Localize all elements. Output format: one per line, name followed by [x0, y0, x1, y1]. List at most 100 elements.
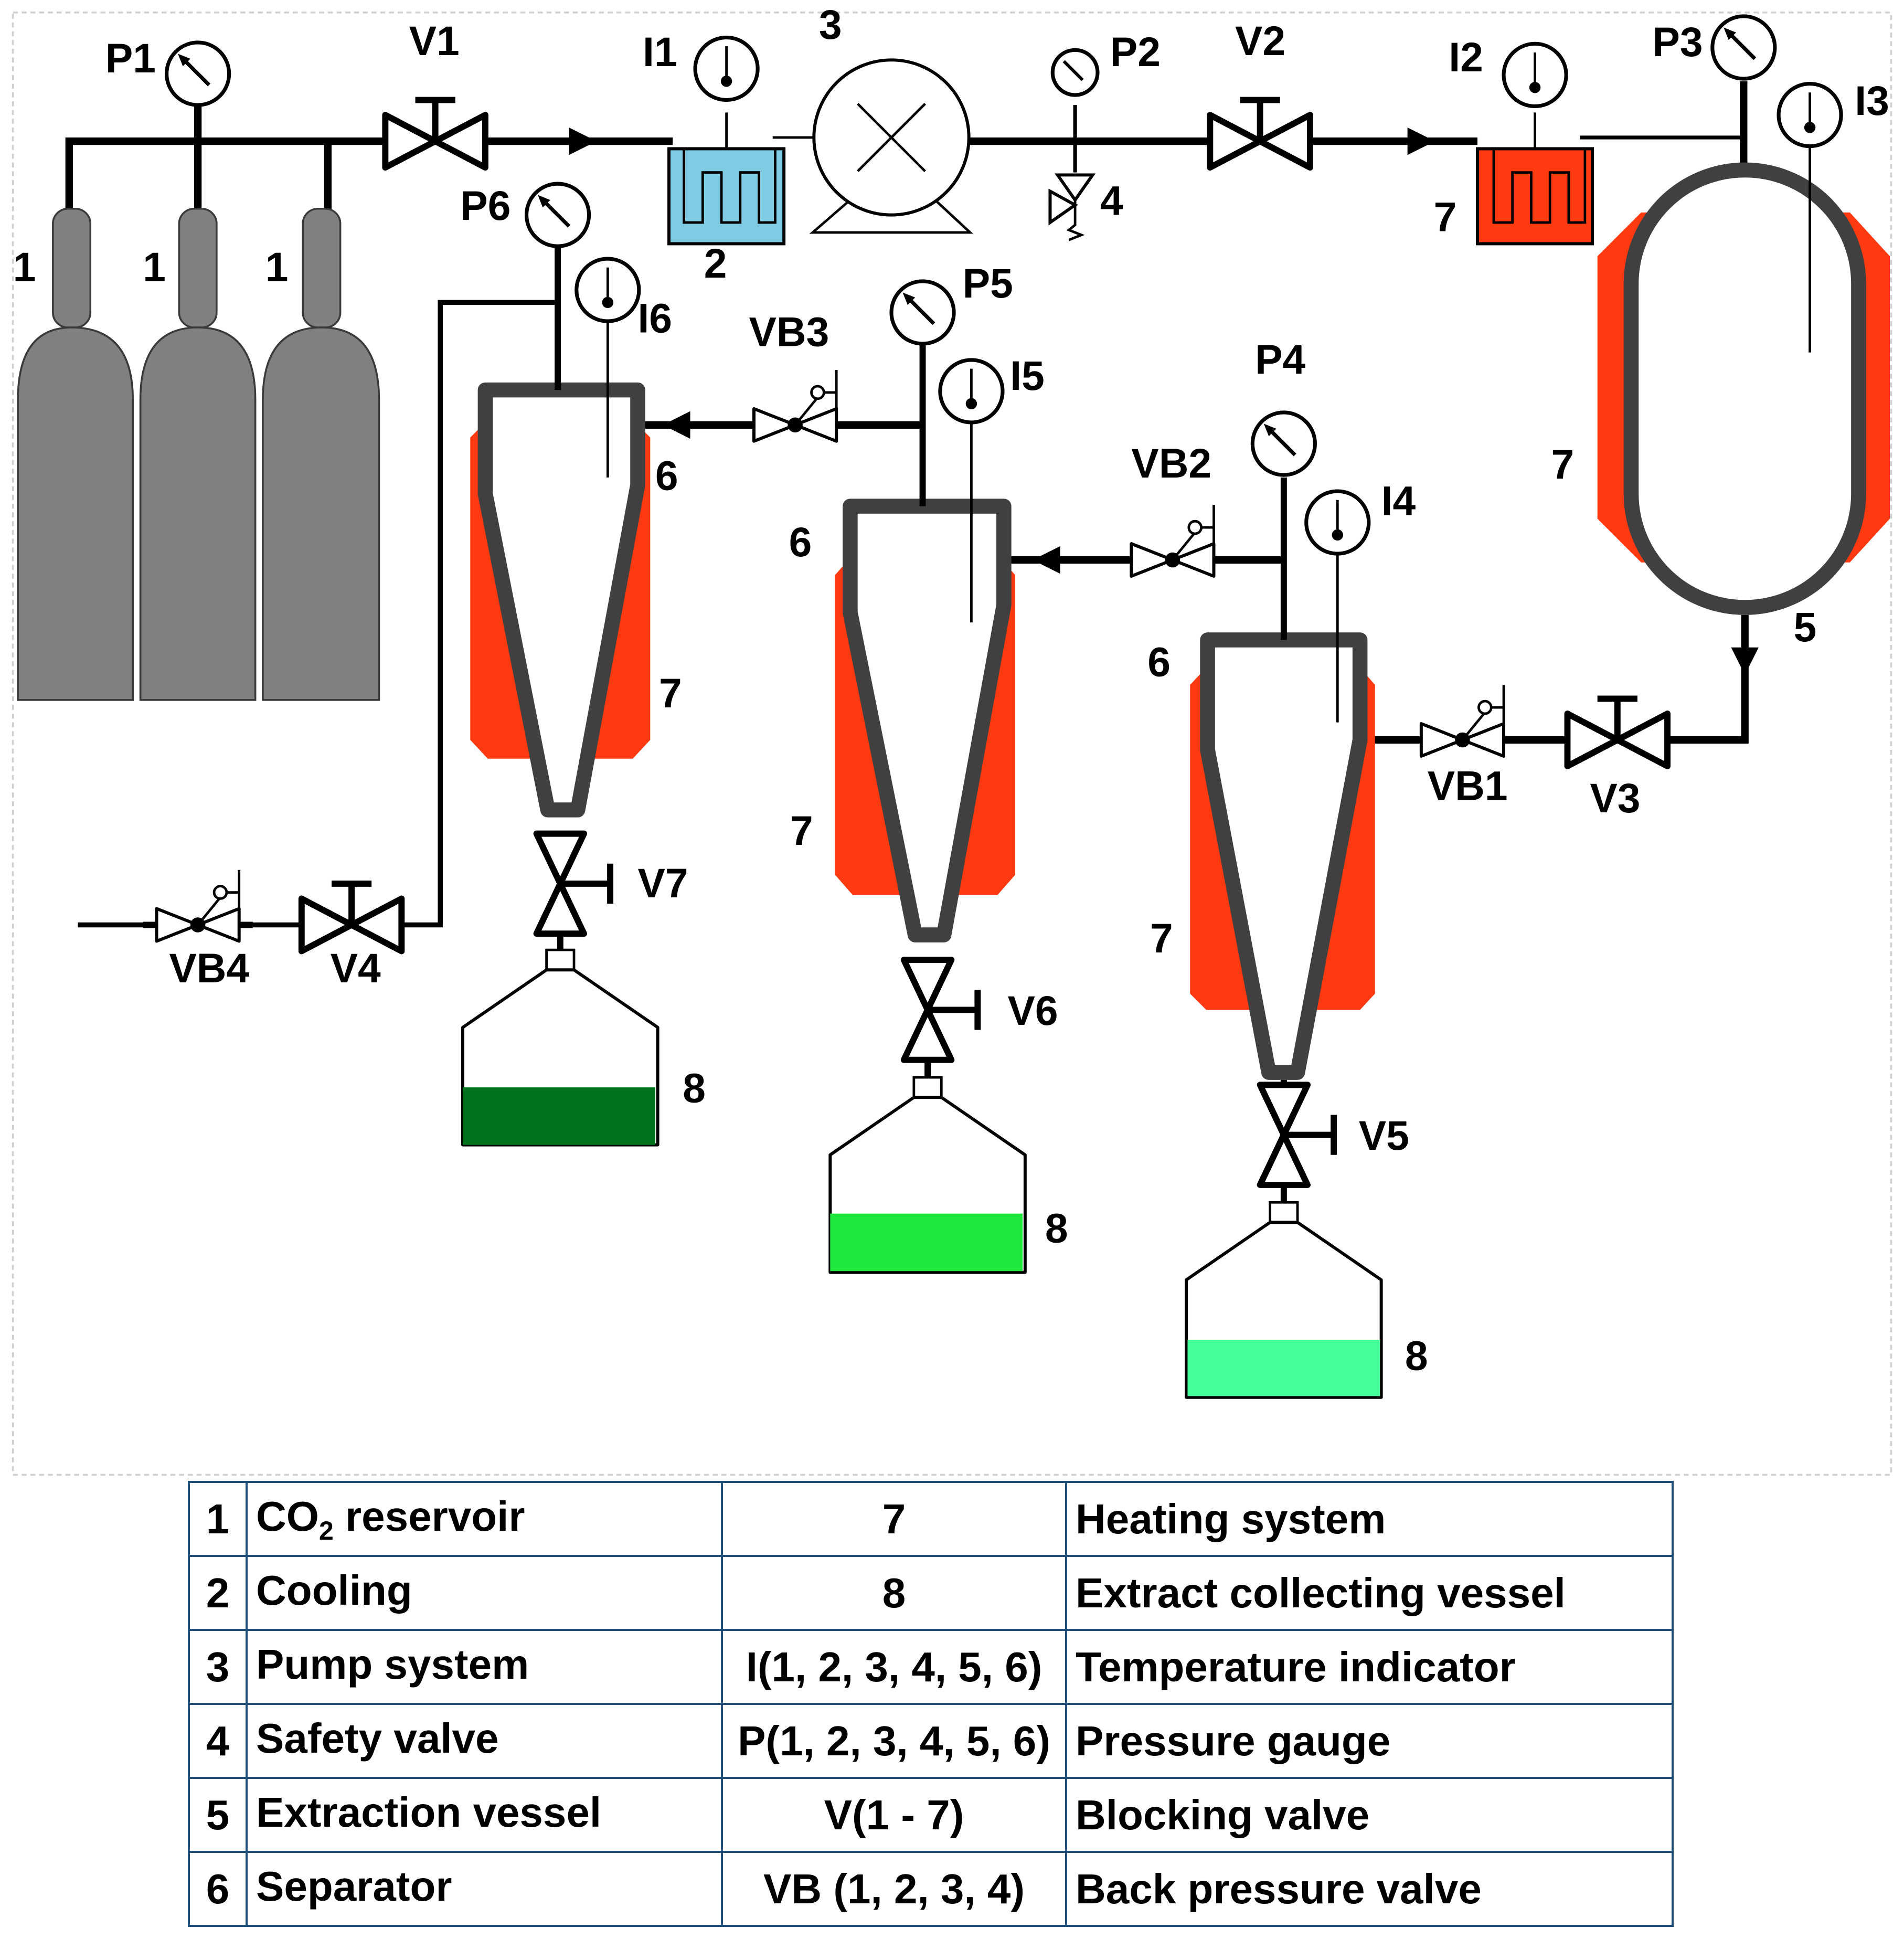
blocking-valve-icon [1568, 698, 1668, 766]
label-p6: P6 [460, 183, 510, 229]
label-p4: P4 [1255, 336, 1305, 383]
legend-symbol: VB (1, 2, 3, 4) [721, 1851, 1067, 1927]
legend-description: Cooling [246, 1555, 723, 1631]
back-pressure-valve-icon [1408, 685, 1518, 756]
extraction-vessel [1623, 162, 1866, 615]
legend-description: CO2 reservoir [246, 1481, 723, 1557]
label-i4: I4 [1381, 478, 1416, 524]
label-8-c: 8 [1405, 1332, 1428, 1379]
legend-symbol: P(1, 2, 3, 4, 5, 6) [721, 1703, 1067, 1779]
vent-pipe [78, 300, 558, 928]
flow-arrow-icon [1731, 647, 1759, 675]
label-i1: I1 [643, 29, 677, 75]
process-flow-diagram: P1 V1 I1 3 P2 V2 I2 P3 I3 4 2 7 1 1 1 P6… [12, 2, 1892, 1476]
legend-number: 5 [188, 1777, 248, 1853]
label-v7: V7 [637, 860, 688, 906]
temperature-indicator-icon [1306, 491, 1369, 554]
legend-description: Extraction vessel [246, 1777, 723, 1853]
pressure-gauge-icon [891, 281, 954, 344]
back-pressure-valve-icon [143, 870, 253, 941]
blocking-valve-icon [904, 960, 978, 1060]
co2-cylinder [139, 207, 257, 701]
label-v2: V2 [1235, 18, 1285, 64]
flow-arrow-icon [569, 127, 597, 155]
temperature-indicator-icon [1504, 44, 1566, 106]
flow-arrow-icon [663, 411, 690, 439]
separator-vessel [843, 499, 1012, 942]
separator-vessel [477, 382, 645, 818]
label-7-sep2: 7 [790, 808, 813, 854]
label-p5: P5 [963, 260, 1013, 306]
heating-coil [1476, 147, 1594, 246]
label-3: 3 [819, 2, 842, 48]
label-v4: V4 [331, 945, 381, 991]
blocking-valve-icon [537, 834, 611, 934]
legend-symbol-description: Heating system [1065, 1481, 1674, 1557]
label-2: 2 [704, 240, 727, 287]
back-pressure-valve-icon [740, 370, 850, 441]
label-6-sep3: 6 [1147, 639, 1171, 685]
label-vb3: VB3 [749, 309, 829, 355]
label-7-sep1: 7 [659, 670, 682, 716]
flow-arrow-icon [1033, 546, 1060, 574]
blocking-valve-icon [1210, 100, 1310, 168]
label-7-sep3: 7 [1150, 915, 1173, 961]
legend-number: 1 [188, 1481, 248, 1557]
legend-symbol: V(1 - 7) [721, 1777, 1067, 1853]
legend-symbol-description: Pressure gauge [1065, 1703, 1674, 1779]
label-1a: 1 [13, 244, 36, 290]
blocking-valve-icon [1260, 1085, 1334, 1185]
legend-symbol: 8 [721, 1555, 1067, 1631]
label-8-a: 8 [683, 1065, 706, 1111]
label-v5: V5 [1359, 1113, 1409, 1159]
label-vb2: VB2 [1131, 440, 1211, 486]
label-1c: 1 [265, 244, 289, 290]
legend-symbol-description: Back pressure valve [1065, 1851, 1674, 1927]
pump-icon [809, 58, 974, 234]
label-p2: P2 [1110, 29, 1161, 75]
label-p3: P3 [1652, 19, 1703, 65]
label-v6: V6 [1007, 988, 1058, 1034]
legend-symbol-description: Blocking valve [1065, 1777, 1674, 1853]
label-1b: 1 [143, 244, 166, 290]
label-6-sep1: 6 [655, 453, 678, 499]
label-6-sep2: 6 [789, 519, 812, 565]
label-i2: I2 [1449, 34, 1483, 80]
label-7-coil: 7 [1434, 194, 1457, 240]
co2-cylinder [262, 207, 380, 701]
legend-symbol-description: Extract collecting vessel [1065, 1555, 1674, 1631]
label-vb4: VB4 [169, 945, 249, 991]
temperature-indicator-icon [940, 360, 1003, 422]
gauge-needle [1062, 60, 1084, 81]
label-i3: I3 [1855, 78, 1889, 124]
legend-description: Separator [246, 1851, 723, 1927]
pressure-gauge-icon [527, 184, 589, 246]
label-5: 5 [1794, 604, 1817, 650]
co2-cylinder [17, 207, 134, 701]
safety-valve-icon [1048, 141, 1096, 241]
legend-description: Pump system [246, 1629, 723, 1705]
pressure-gauge-icon [167, 43, 229, 105]
cooling-unit [667, 147, 786, 246]
label-7-vessel: 7 [1551, 441, 1575, 488]
legend-symbol-description: Temperature indicator [1065, 1629, 1674, 1705]
label-v1: V1 [409, 18, 460, 64]
label-i5: I5 [1010, 353, 1045, 399]
temperature-indicator-icon [695, 37, 758, 100]
legend-description: Safety valve [246, 1703, 723, 1779]
temperature-indicator-icon [577, 259, 639, 321]
legend-number: 6 [188, 1851, 248, 1927]
separator-vessel [1200, 632, 1368, 1080]
label-4: 4 [1100, 178, 1123, 224]
temperature-indicator-icon [1779, 84, 1841, 146]
pressure-gauge-icon [1252, 412, 1315, 475]
pipe [1367, 615, 1749, 744]
label-v3: V3 [1590, 775, 1640, 821]
